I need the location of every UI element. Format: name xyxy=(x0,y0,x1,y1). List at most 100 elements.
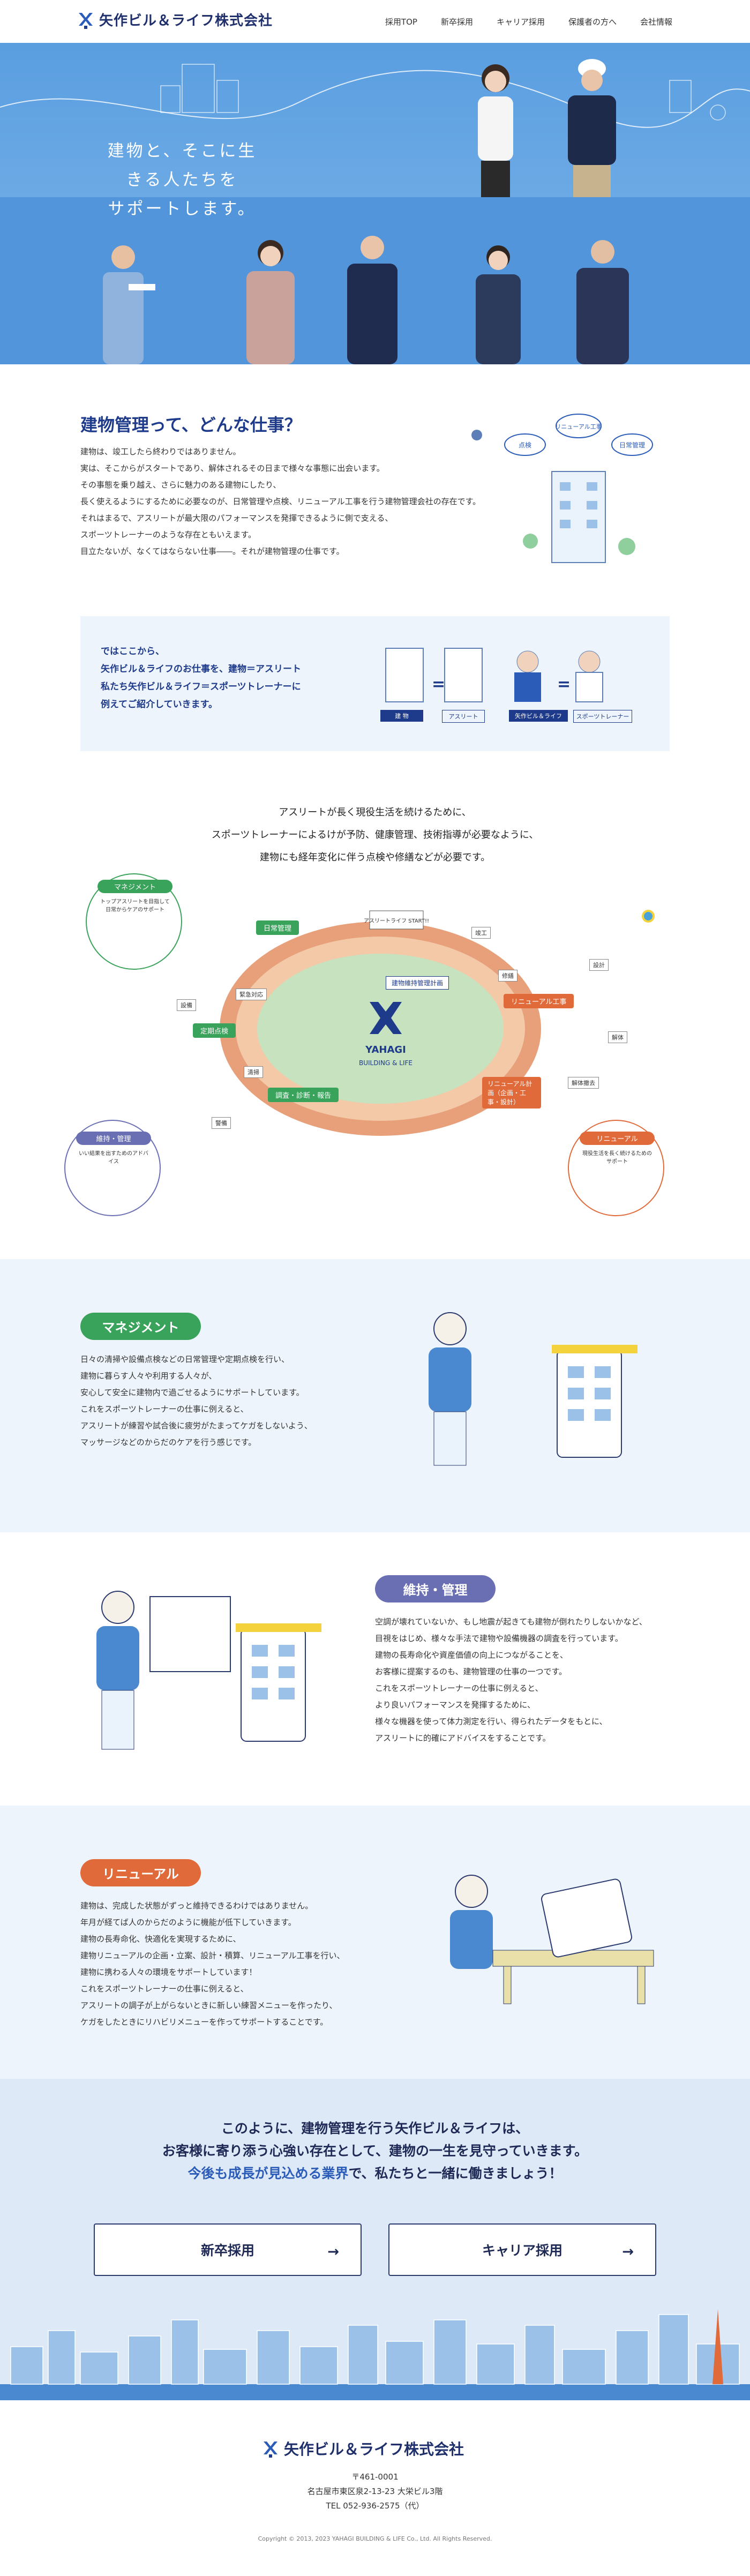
staff-photo-man-gray xyxy=(576,240,629,364)
callout-maintenance-title: 維持・管理 xyxy=(76,1132,151,1145)
management-line: これをスポーツトレーナーの仕事に例えると、 xyxy=(80,1404,249,1414)
diagram-logo-sub: BUILDING & LIFE xyxy=(359,1059,412,1067)
intro-line: 長く使えるようにするために必要なのが、日常管理や点検、リニューアル工事を行う建物… xyxy=(80,497,481,506)
logo-mark-icon xyxy=(79,12,93,29)
maintenance-line: これをスポーツトレーナーの仕事に例えると、 xyxy=(375,1683,543,1693)
intro-line: 実は、そこからがスタートであり、解体されるその日まで様々な事態に出会います。 xyxy=(80,463,385,473)
tag-renewal: リニューアル工事 xyxy=(555,423,602,430)
station-renewal-work: リニューアル工事 xyxy=(504,994,574,1008)
diagram-intro: アスリートが長く現役生活を続けるために、 スポーツトレーナーによるけが予防、健康… xyxy=(134,802,616,869)
hero-copy-line1: 建物と、そこに生きる人たちを xyxy=(107,141,257,190)
intro-line: その事態を乗り越え、さらに魅力のある建物にしたり、 xyxy=(80,480,281,490)
maintenance-line: より良いパフォーマンスを発揮するために、 xyxy=(375,1700,535,1710)
station-completion: 竣工 xyxy=(471,927,491,939)
station-removal: 解体撤去 xyxy=(568,1077,599,1089)
analogy-line: ではここから、 xyxy=(101,646,164,657)
management-line: マッサージなどのからだのケアを行う感じです。 xyxy=(80,1437,257,1447)
intro-line: それはまるで、アスリートが最大限のパフォーマンスを発揮できるように側で支える、 xyxy=(80,513,393,523)
maintenance-line: 建物の長寿命化や資産価値の向上につながることを、 xyxy=(375,1650,568,1660)
footer-address: 名古屋市東区泉2-13-23 大栄ビル3階 xyxy=(307,2487,443,2496)
station-cleaning: 清掃 xyxy=(244,1066,263,1078)
maintenance-pill: 維持・管理 xyxy=(375,1575,496,1602)
station-renewal-plan: リニューアル計画（企画・工事・設計） xyxy=(482,1077,541,1109)
hero-copy: 建物と、そこに生きる人たちを サポートします。 xyxy=(99,137,265,223)
station-emergency: 緊急対応 xyxy=(236,989,267,1000)
management-pill: マネジメント xyxy=(80,1313,201,1340)
footer-address-block: 〒461-0001 名古屋市東区泉2-13-23 大栄ビル3階 TEL 052-… xyxy=(214,2470,536,2513)
footer-company: 矢作ビル＆ライフ株式会社 xyxy=(284,2440,464,2458)
label-athlete: アスリート xyxy=(442,710,485,723)
maintenance-line: 様々な機器を使って体力測定を行い、得られたデータをもとに、 xyxy=(375,1717,608,1726)
equals-sign-1: = xyxy=(432,675,446,694)
analogy-box: ではここから、 矢作ビル＆ライフのお仕事を、建物＝アスリート 私たち矢作ビル＆ラ… xyxy=(80,616,670,751)
staff-photo-man-suit xyxy=(347,236,398,364)
hero-banner: 建物と、そこに生きる人たちを サポートします。 xyxy=(0,43,750,364)
staff-photo-man-helmet xyxy=(568,59,616,197)
station-plan: 建物維持管理計画 xyxy=(386,976,449,990)
tag-daily: 日常管理 xyxy=(619,441,645,449)
callout-renewal: リニューアル 現役生活を長く続けるためのサポート xyxy=(568,1120,664,1216)
management-line: 安心して安全に建物内で過ごせるようにサポートしています。 xyxy=(80,1388,304,1397)
arrow-right-icon: → xyxy=(327,2244,339,2260)
station-demolition: 解体 xyxy=(608,1031,627,1043)
nav-parents[interactable]: 保護者の方へ xyxy=(568,17,617,27)
career-button[interactable]: キャリア採用 → xyxy=(388,2223,656,2276)
intro-body: 建物は、竣工したら終わりではありません。 実は、そこからがスタートであり、解体さ… xyxy=(80,444,488,560)
maintenance-line: お客様に提案するのも、建物管理の仕事の一つです。 xyxy=(375,1667,567,1676)
intro-line: 目立たないが、なくてはならない仕事――。それが建物管理の仕事です。 xyxy=(80,546,344,556)
renewal-line: これをスポーツトレーナーの仕事に例えると、 xyxy=(80,1984,249,1994)
renewal-line: 建物リニューアルの企画・立案、設計・積算、リニューアル工事を行い、 xyxy=(80,1951,345,1960)
equals-sign-2: = xyxy=(557,675,571,694)
station-equipment: 設備 xyxy=(177,999,196,1011)
staff-photo-woman-white xyxy=(478,64,513,197)
footer-copyright: Copyright © 2013, 2023 YAHAGI BUILDING &… xyxy=(258,2535,492,2542)
nav-career[interactable]: キャリア採用 xyxy=(496,17,545,27)
company-name: 矢作ビル＆ライフ株式会社 xyxy=(99,13,273,29)
station-survey: 調査・診断・報告 xyxy=(268,1088,339,1102)
intro-title: 建物管理って、どんな仕事？ xyxy=(80,415,302,435)
maintenance-illustration xyxy=(96,1591,321,1750)
footer-logo[interactable]: 矢作ビル＆ライフ株式会社 xyxy=(262,2438,464,2459)
maintenance-line: 空調が壊れていないか、もし地震が起きても建物が倒れたりしないかなど、 xyxy=(375,1617,647,1627)
renewal-line: 建物は、完成した状態がずっと維持できるわけではありません。 xyxy=(80,1901,313,1911)
renewal-line: アスリートの調子が上がらないときに新しい練習メニューを作ったり、 xyxy=(80,2001,338,2010)
analogy-line: 例えてご紹介していきます。 xyxy=(101,699,218,710)
analogy-line: 矢作ビル＆ライフのお仕事を、建物＝アスリート xyxy=(101,664,301,675)
closing-highlight: 今後も成長が見込める業界 xyxy=(188,2166,349,2181)
arrow-right-icon: → xyxy=(622,2244,634,2260)
tag-inspection: 点検 xyxy=(519,441,531,449)
closing-line3-rest: で、私たちと一緒に働きましょう！ xyxy=(348,2166,562,2181)
analogy-icons xyxy=(385,648,603,702)
new-grad-button-label: 新卒採用 xyxy=(200,2243,254,2258)
nav-new-grad[interactable]: 新卒採用 xyxy=(440,17,473,27)
diagram-line: スポーツトレーナーによるけが予防、健康管理、技術指導が必要なように、 xyxy=(211,829,539,841)
maintenance-line: アスリートに的確にアドバイスをすることです。 xyxy=(375,1733,551,1743)
diagram-logo-text: YAHAGI xyxy=(365,1044,406,1055)
diagram-line: アスリートが長く現役生活を続けるために、 xyxy=(279,807,471,818)
lifecycle-track-diagram: YAHAGI BUILDING & LIFE アスリートライフ START!! xyxy=(220,910,655,1136)
management-line: 建物に暮らす人々や利用する人々が、 xyxy=(80,1371,217,1381)
management-line: 日々の清掃や設備点検などの日常管理や定期点検を行い、 xyxy=(80,1354,290,1364)
station-repair: 修繕 xyxy=(498,970,518,982)
maintenance-line: 目視をはじめ、様々な手法で建物や設備機器の調査を行っています。 xyxy=(375,1634,623,1643)
company-logo[interactable]: 矢作ビル＆ライフ株式会社 xyxy=(78,10,273,29)
logo-mark-icon xyxy=(264,2442,278,2458)
site-footer: 矢作ビル＆ライフ株式会社 〒461-0001 名古屋市東区泉2-13-23 大栄… xyxy=(0,2400,750,2576)
station-security: 警備 xyxy=(212,1117,231,1129)
city-skyline-illustration xyxy=(0,2309,750,2400)
callout-maintenance-sub: いい結果を出すためのアドバイス xyxy=(79,1151,148,1165)
closing-line2: お客様に寄り添う心強い存在として、建物の一生を見守っていきます。 xyxy=(162,2143,588,2159)
callout-renewal-sub: 現役生活を長く続けるためのサポート xyxy=(582,1151,652,1165)
new-grad-button[interactable]: 新卒採用 → xyxy=(94,2223,362,2276)
station-periodic: 定期点検 xyxy=(193,1023,236,1038)
management-body: 日々の清掃や設備点検などの日常管理や定期点検を行い、 建物に暮らす人々や利用する… xyxy=(80,1351,423,1451)
footer-postal: 〒461-0001 xyxy=(351,2472,399,2482)
management-illustration xyxy=(429,1312,638,1466)
nav-recruit-top[interactable]: 採用TOP xyxy=(385,17,417,27)
maintenance-body: 空調が壊れていないか、もし地震が起きても建物が倒れたりしないかなど、 目視をはじ… xyxy=(375,1614,675,1747)
site-header: 矢作ビル＆ライフ株式会社 採用TOP 新卒採用 キャリア採用 保護者の方へ 会社… xyxy=(0,0,750,43)
global-nav: 採用TOP 新卒採用 キャリア採用 保護者の方へ 会社情報 xyxy=(385,16,672,27)
hero-copy-line2: サポートします。 xyxy=(108,199,257,219)
nav-company-info[interactable]: 会社情報 xyxy=(640,17,672,27)
station-daily: 日常管理 xyxy=(256,920,299,935)
